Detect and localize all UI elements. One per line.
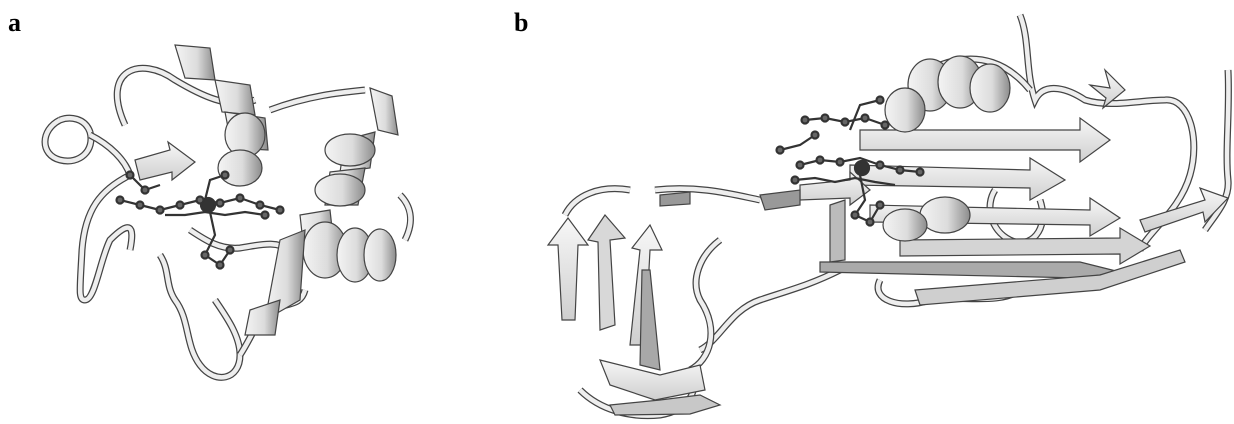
panel-b-strands — [548, 56, 1228, 415]
panel-a-heme-ligand — [117, 172, 284, 269]
